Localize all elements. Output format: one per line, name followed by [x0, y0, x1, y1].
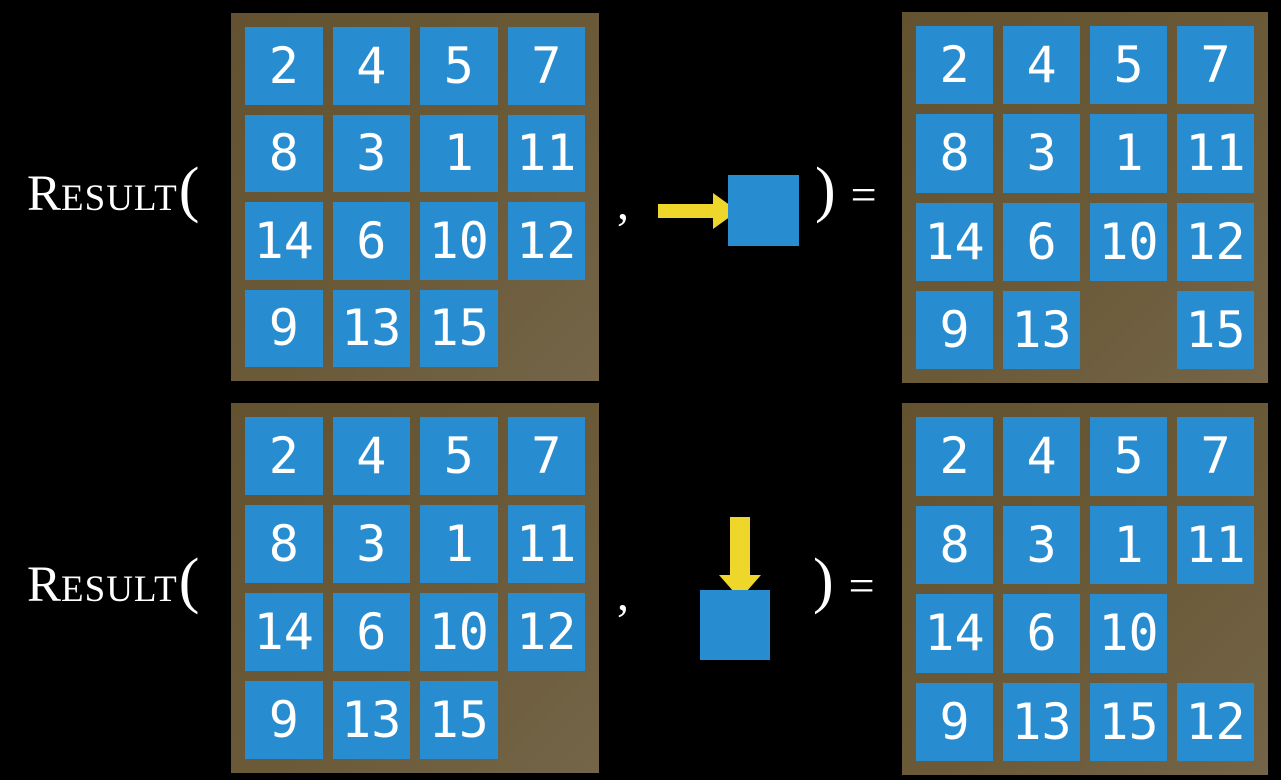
- puzzle-tile-12: 12: [1177, 202, 1254, 281]
- puzzle-tile-3: 3: [332, 505, 410, 583]
- puzzle-tile-7: 7: [507, 27, 585, 105]
- result-function-label: R ESULT (: [27, 159, 199, 221]
- puzzle-tile-13: 13: [1003, 682, 1080, 761]
- puzzle-tile-7: 7: [1177, 26, 1254, 105]
- puzzle-tile-4: 4: [332, 27, 410, 105]
- puzzle-tile-15: 15: [420, 289, 498, 367]
- puzzle-tile-3: 3: [1003, 505, 1080, 584]
- puzzle-tile-15: 15: [420, 681, 498, 759]
- puzzle-tile-9: 9: [916, 682, 993, 761]
- puzzle-tile-2: 2: [245, 27, 323, 105]
- puzzle-tile-11: 11: [507, 114, 585, 192]
- puzzle-tile-6: 6: [1003, 202, 1080, 281]
- puzzle-tile-14: 14: [245, 593, 323, 671]
- open-paren: (: [178, 547, 200, 615]
- puzzle-tile-12: 12: [507, 593, 585, 671]
- close-paren: ): [813, 547, 834, 615]
- puzzle-tile-2: 2: [245, 417, 323, 495]
- puzzle-tile-11: 11: [1177, 114, 1254, 193]
- puzzle-tile-6: 6: [1003, 594, 1080, 673]
- puzzle-tile-5: 5: [1090, 417, 1167, 496]
- puzzle-tile-6: 6: [332, 202, 410, 280]
- puzzle-tile-12: 12: [507, 202, 585, 280]
- puzzle-tile-6: 6: [332, 593, 410, 671]
- puzzle-tile-11: 11: [507, 505, 585, 583]
- puzzle-tile-4: 4: [1003, 417, 1080, 496]
- puzzle-tile-2: 2: [916, 417, 993, 496]
- action-tile: [700, 590, 770, 660]
- action-tile: [728, 175, 799, 246]
- puzzle-tile-13: 13: [332, 289, 410, 367]
- open-paren: (: [178, 156, 200, 224]
- puzzle-tile-3: 3: [1003, 114, 1080, 193]
- result-label-rest: ESULT: [61, 569, 178, 610]
- puzzle-tile-15: 15: [1177, 290, 1254, 369]
- puzzle-tile-10: 10: [420, 202, 498, 280]
- result-label-initial: R: [27, 166, 62, 222]
- down-arrow-shaft: [730, 517, 750, 577]
- right-arrow-shaft: [658, 204, 715, 218]
- puzzle-tile-4: 4: [332, 417, 410, 495]
- puzzle-tile-8: 8: [916, 505, 993, 584]
- puzzle-tile-7: 7: [1177, 417, 1254, 496]
- puzzle-tile-1: 1: [420, 114, 498, 192]
- puzzle-tile-7: 7: [507, 417, 585, 495]
- puzzle-tile-4: 4: [1003, 26, 1080, 105]
- down-arrow-icon: [719, 517, 761, 599]
- puzzle-tile-5: 5: [1090, 26, 1167, 105]
- puzzle-tile-8: 8: [245, 114, 323, 192]
- puzzle-tile-10: 10: [1090, 594, 1167, 673]
- comma: ,: [617, 177, 629, 230]
- puzzle-tile-5: 5: [420, 27, 498, 105]
- empty-cell: [508, 681, 586, 759]
- comma: ,: [617, 568, 629, 621]
- puzzle-tile-10: 10: [1090, 202, 1167, 281]
- puzzle-tile-14: 14: [916, 202, 993, 281]
- close-paren-equals: ) =: [814, 159, 877, 221]
- puzzle-tile-11: 11: [1177, 505, 1254, 584]
- puzzle-tile-14: 14: [916, 594, 993, 673]
- puzzle-tile-14: 14: [245, 202, 323, 280]
- puzzle-tile-9: 9: [245, 289, 323, 367]
- puzzle-tile-3: 3: [332, 114, 410, 192]
- result-label-initial: R: [27, 557, 62, 613]
- result-function-label: R ESULT (: [27, 550, 199, 612]
- result-label-rest: ESULT: [61, 178, 178, 219]
- puzzle-tile-1: 1: [1090, 114, 1167, 193]
- empty-cell: [1177, 594, 1254, 673]
- puzzle-tile-12: 12: [1177, 682, 1254, 761]
- puzzle-tile-10: 10: [420, 593, 498, 671]
- empty-cell: [1090, 291, 1167, 369]
- puzzle-tile-8: 8: [245, 505, 323, 583]
- close-paren: ): [815, 156, 836, 224]
- puzzle-tile-13: 13: [332, 681, 410, 759]
- puzzle-tile-1: 1: [1090, 505, 1167, 584]
- puzzle-tile-15: 15: [1090, 682, 1167, 761]
- puzzle-tile-2: 2: [916, 26, 993, 105]
- puzzle-tile-5: 5: [420, 417, 498, 495]
- puzzle-tile-8: 8: [916, 114, 993, 193]
- right-arrow-icon: [658, 193, 738, 229]
- puzzle-tile-1: 1: [420, 505, 498, 583]
- puzzle-tile-9: 9: [245, 681, 323, 759]
- equals-sign: =: [850, 169, 877, 220]
- close-paren-equals: ) =: [812, 550, 875, 612]
- puzzle-tile-13: 13: [1003, 290, 1080, 369]
- empty-cell: [508, 290, 586, 368]
- equals-sign: =: [848, 560, 875, 611]
- puzzle-tile-9: 9: [916, 290, 993, 369]
